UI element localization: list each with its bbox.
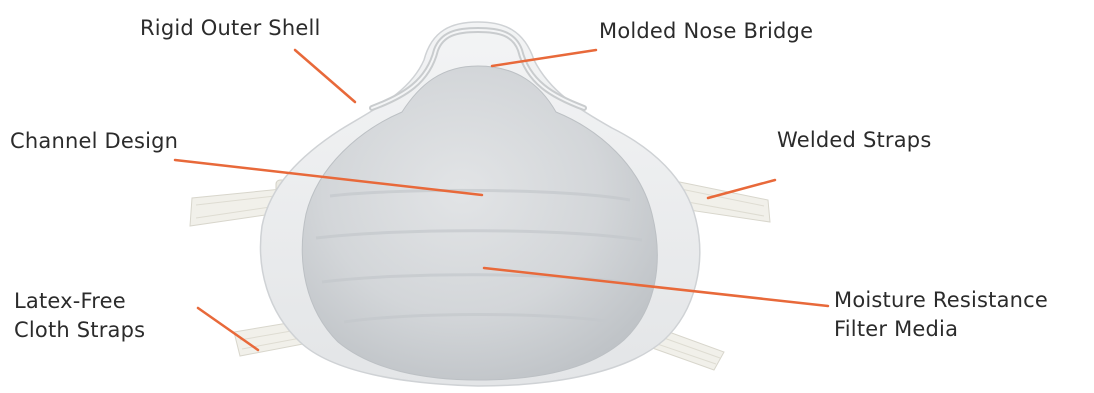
label-molded-nose-bridge: Molded Nose Bridge [599,17,813,46]
label-channel-design: Channel Design [10,127,178,156]
label-rigid-outer-shell: Rigid Outer Shell [140,14,321,43]
filter-media-cup [302,66,657,380]
label-latex-free-cloth-straps: Latex-Free Cloth Straps [14,287,145,345]
label-welded-straps: Welded Straps [777,126,931,155]
label-filter-media-line2: Filter Media [834,315,1048,344]
label-filter-media: Moisture Resistance Filter Media [834,286,1048,344]
label-latex-free-line1: Latex-Free [14,287,145,316]
label-latex-free-line2: Cloth Straps [14,316,145,345]
leader-outer-shell [295,50,355,102]
label-filter-media-line1: Moisture Resistance [834,286,1048,315]
